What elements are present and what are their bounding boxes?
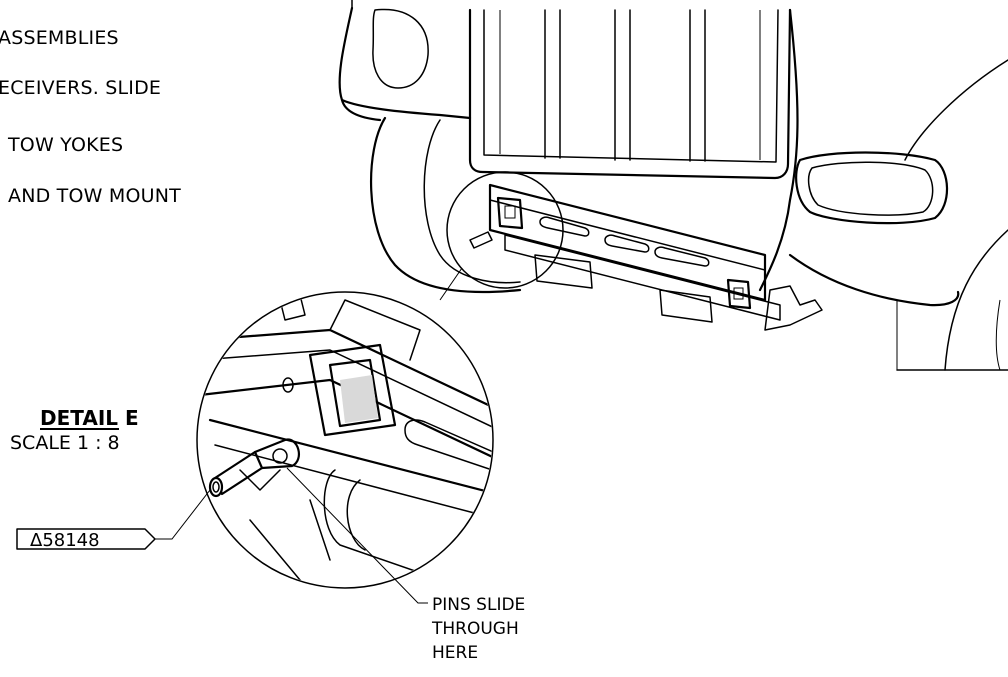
note-line-3: HERE [432,643,478,663]
note-line-2: THROUGH [431,619,519,639]
pin-note-callout: PINS SLIDE THROUGH HERE [286,467,525,663]
instruction-line-3: TOW YOKES [7,134,123,156]
instruction-line-1: ASSEMBLIES [0,27,119,49]
part-reference-number: Δ58148 [30,530,100,551]
note-line-1: PINS SLIDE [432,595,525,615]
part-reference-callout: Δ58148 [16,489,211,551]
instruction-line-4: AND TOW MOUNT [8,185,181,207]
detail-title: DETAIL E [40,406,139,430]
detail-leader-line [439,267,463,301]
truck-front-view [338,0,1008,371]
detail-scale: SCALE 1 : 8 [10,432,120,454]
instruction-line-2: ECEIVERS. SLIDE [0,77,161,99]
instruction-text: ASSEMBLIES ECEIVERS. SLIDE TOW YOKES AND… [0,27,181,207]
detail-boundary-marker [446,171,564,289]
detail-e-view [196,291,494,589]
